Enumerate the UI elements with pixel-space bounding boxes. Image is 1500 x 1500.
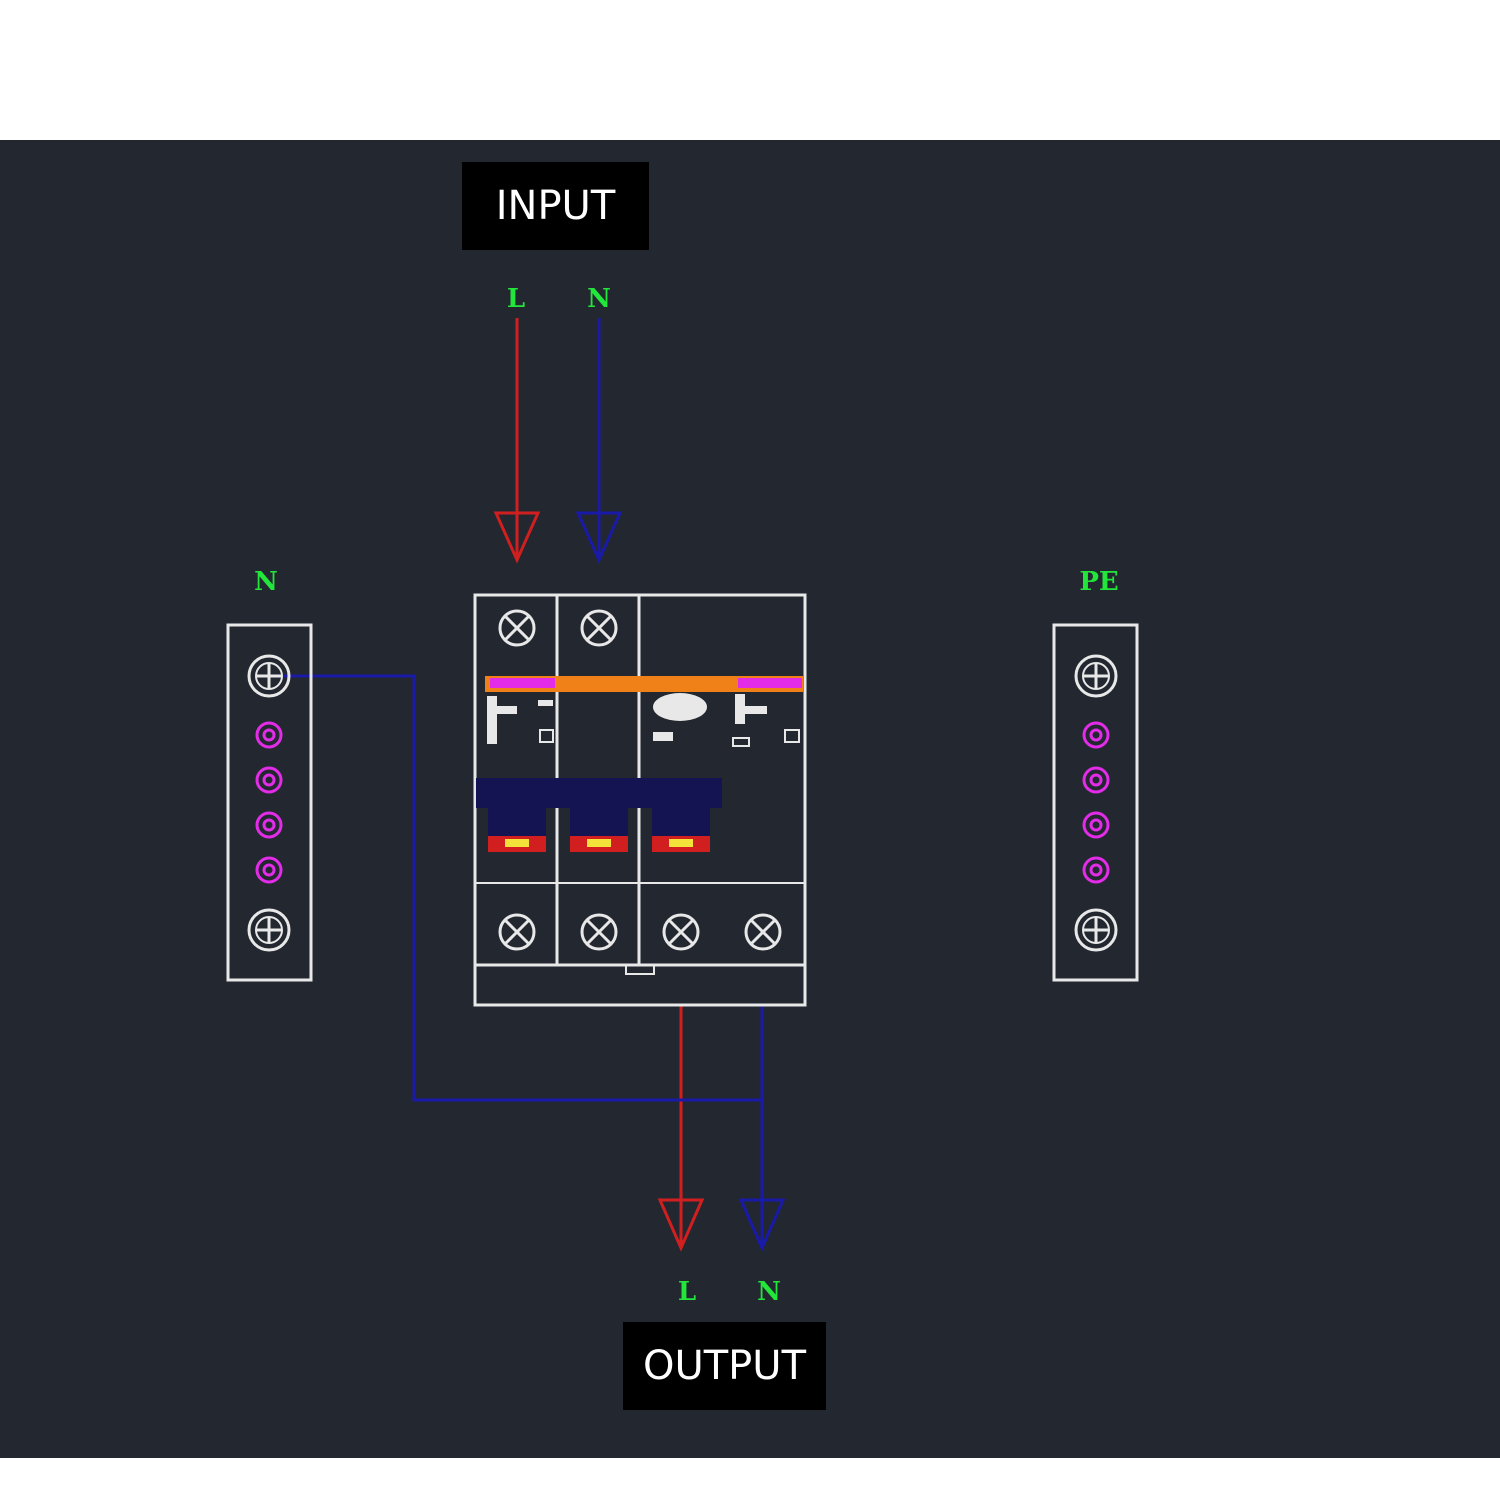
breaker-handles — [476, 778, 722, 852]
input-n-wire — [575, 318, 623, 564]
input-l-label: L — [507, 284, 525, 314]
pink-terminals — [1082, 721, 1110, 884]
output-l-label: L — [678, 1277, 696, 1307]
output-l-wire — [657, 1005, 705, 1252]
diagram-canvas — [0, 140, 1500, 1458]
arrow-down-icon — [493, 511, 541, 564]
neutral-bar-label: N — [254, 567, 278, 597]
output-n-label: N — [757, 1277, 781, 1307]
earth-bar-label: PE — [1079, 567, 1118, 597]
input-l-wire — [493, 318, 541, 564]
cross-circle-icon — [1074, 654, 1118, 698]
cross-circle-icon — [744, 913, 782, 951]
arrow-down-icon — [575, 511, 623, 564]
cross-circle-icon — [247, 908, 291, 952]
pink-terminals — [255, 721, 283, 884]
breaker-module — [473, 593, 807, 1007]
cross-circle-icon — [580, 609, 618, 647]
neutral-busbar — [226, 623, 313, 982]
neutral-link-wire — [268, 674, 762, 1102]
input-n-label: N — [587, 284, 611, 314]
cross-circle-icon — [498, 913, 536, 951]
cross-circle-icon — [580, 913, 618, 951]
cross-circle-icon — [498, 609, 536, 647]
input-label: INPUT — [462, 162, 649, 250]
arrow-down-icon — [738, 1198, 786, 1252]
top-terminals — [498, 609, 618, 647]
cross-circle-icon — [1074, 908, 1118, 952]
bottom-terminals — [498, 913, 782, 951]
arrow-down-icon — [657, 1198, 705, 1252]
output-n-wire — [738, 1005, 786, 1252]
cross-circle-icon — [247, 654, 291, 698]
output-label: OUTPUT — [623, 1322, 826, 1410]
trip-bar — [485, 676, 803, 692]
cross-circle-icon — [662, 913, 700, 951]
earth-busbar — [1052, 623, 1139, 982]
